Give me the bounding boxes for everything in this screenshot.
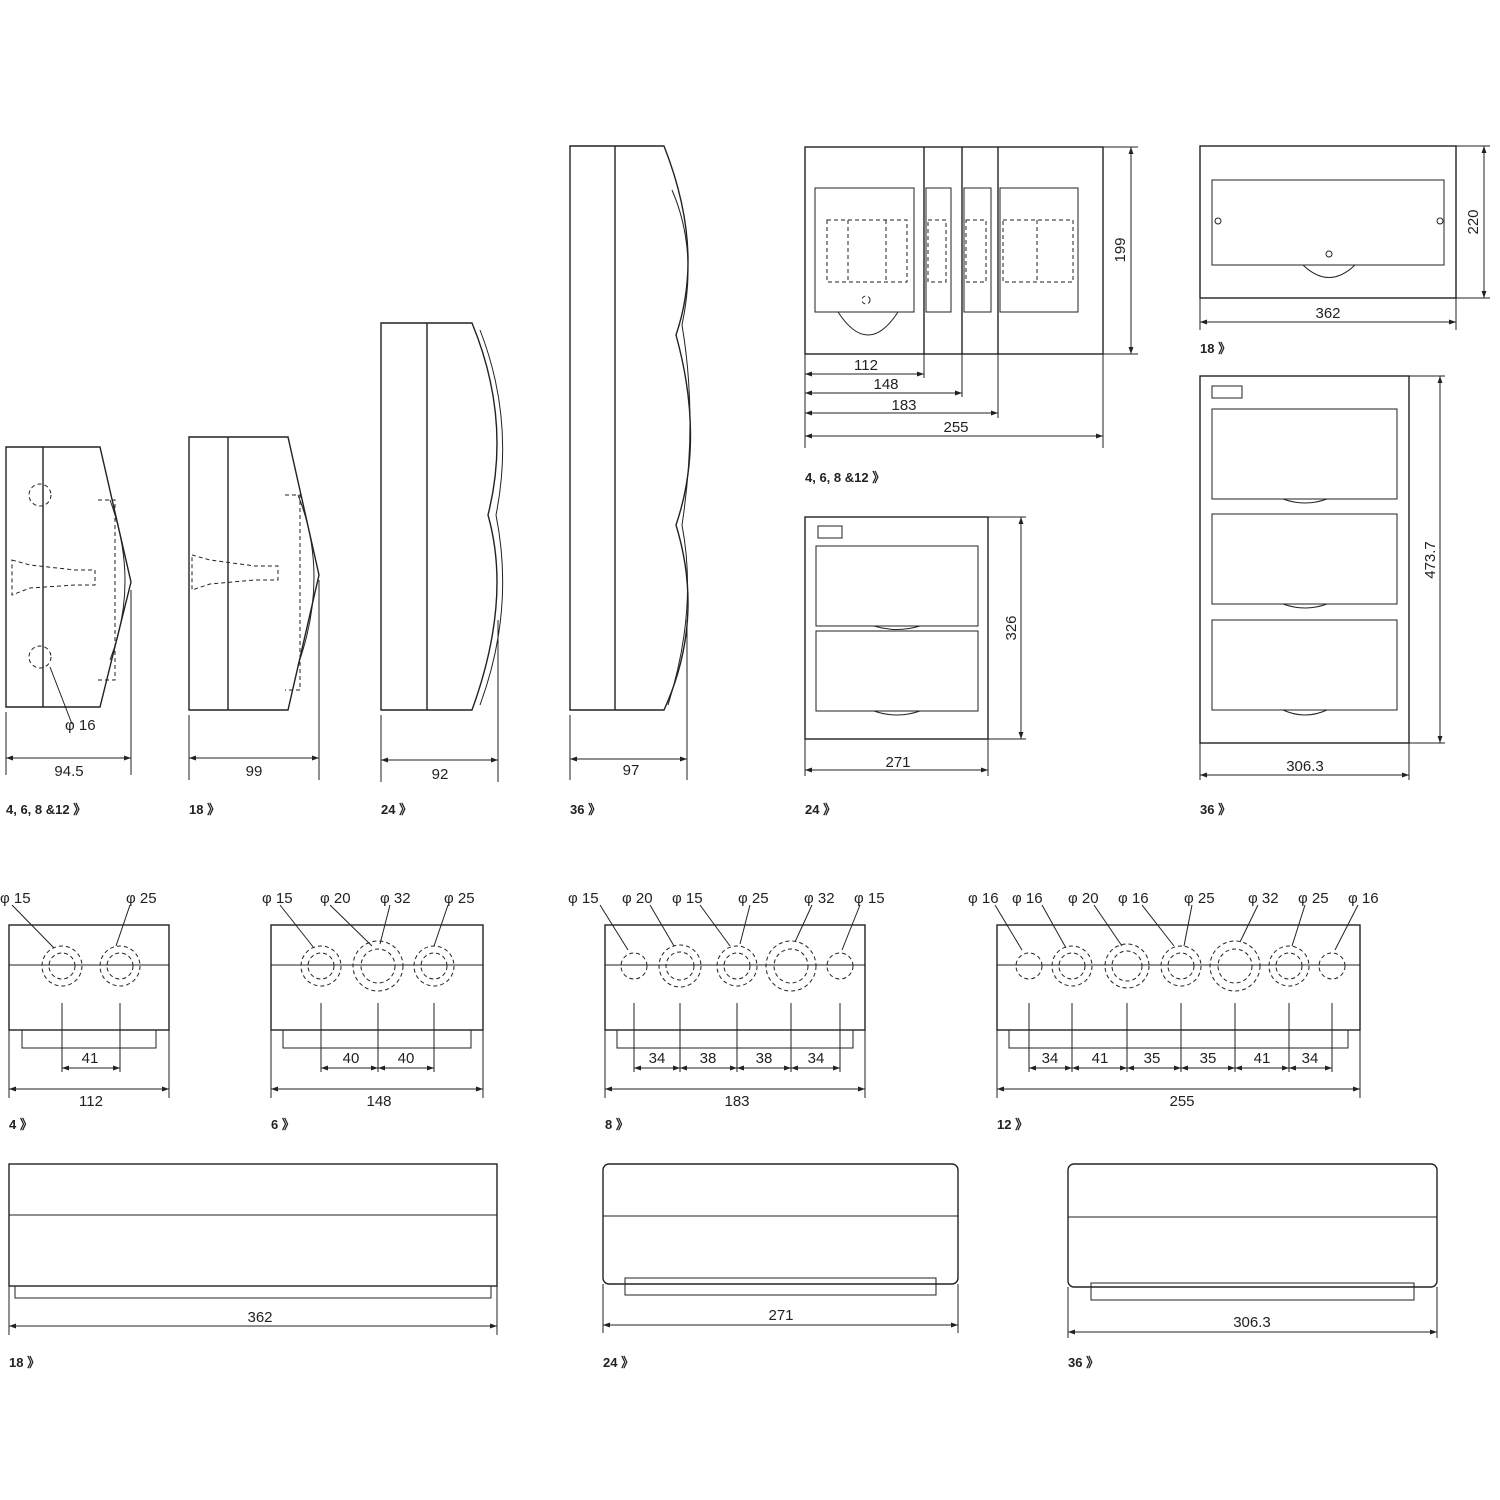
hole-label: φ 25 [1184,890,1215,907]
hole-label: φ 32 [380,890,411,907]
side-width-label: 92 [432,766,449,783]
hole-label: φ 15 [568,890,599,907]
side-width-label: 94.5 [54,763,83,780]
front-width-label: 306.3 [1286,758,1324,775]
side-view-36: 97 36 》 [569,145,692,817]
front-caption: 24 》 [805,802,836,817]
front-view-18: 220 362 18 》 [1199,145,1490,356]
pitch-label: 35 [1200,1050,1217,1067]
front-width-label: 183 [891,397,916,414]
pitch-label: 38 [700,1050,717,1067]
front-width-label: 112 [854,357,878,374]
front-view-4-12: 199 112 148 183 255 4, 6, 8 &12 》 [804,146,1138,485]
front-height-label: 326 [1003,615,1020,640]
bottom-width-label: 255 [1169,1093,1194,1110]
top-view-18: 362 18 》 [8,1163,498,1370]
top-view-36: 306.3 36 》 [1067,1163,1438,1370]
side-view-18: 99 18 》 [188,436,320,817]
pitch-label: 34 [649,1050,666,1067]
hole-label: φ 16 [1118,890,1149,907]
hole-label: φ 32 [1248,890,1279,907]
pitch-label: 34 [808,1050,825,1067]
front-caption: 36 》 [1200,802,1231,817]
bottom-width-label: 112 [79,1093,103,1110]
side-hole-label: φ 16 [65,717,96,734]
pitch-label: 41 [1092,1050,1109,1067]
hole-label: φ 15 [672,890,703,907]
front-width-label: 271 [885,754,910,771]
top-width-label: 271 [768,1307,793,1324]
front-width-label: 148 [873,376,898,393]
hole-label: φ 15 [262,890,293,907]
pitch-label: 41 [82,1050,99,1067]
hole-label: φ 15 [854,890,885,907]
hole-label: φ 16 [1012,890,1043,907]
side-caption: 18 》 [189,802,220,817]
top-caption: 18 》 [9,1355,40,1370]
bottom-width-label: 183 [724,1093,749,1110]
front-height-label: 220 [1465,209,1482,234]
bottom-view-4: φ 15 φ 25 41 112 4 》 [0,890,170,1132]
hole-label: φ 20 [1068,890,1099,907]
side-caption: 4, 6, 8 &12 》 [6,802,86,817]
pitch-label: 41 [1254,1050,1271,1067]
pitch-label: 34 [1042,1050,1059,1067]
bottom-caption: 4 》 [9,1117,33,1132]
top-caption: 36 》 [1068,1355,1099,1370]
hole-label: φ 20 [622,890,653,907]
bottom-view-6: φ 15 φ 20 φ 32 φ 25 40 40 148 6 》 [262,890,484,1132]
front-height-label: 199 [1112,237,1129,262]
front-caption: 4, 6, 8 &12 》 [805,470,885,485]
bottom-view-8: φ 15 φ 20 φ 15 φ 25 φ 32 φ 15 34 38 38 3… [568,890,885,1132]
top-width-label: 306.3 [1233,1314,1271,1331]
bottom-view-12: φ 16 φ 16 φ 20 φ 16 φ 25 φ 32 φ 25 φ 16 … [968,890,1379,1132]
side-view-24: 92 24 》 [380,322,504,817]
side-width-label: 97 [623,762,640,779]
pitch-label: 35 [1144,1050,1161,1067]
bottom-caption: 8 》 [605,1117,629,1132]
front-view-36: 473.7 306.3 36 》 [1199,375,1445,817]
side-width-label: 99 [246,763,263,780]
hole-label: φ 32 [804,890,835,907]
hole-label: φ 20 [320,890,351,907]
hole-label: φ 25 [1298,890,1329,907]
hole-label: φ 25 [738,890,769,907]
hole-label: φ 16 [1348,890,1379,907]
top-caption: 24 》 [603,1355,634,1370]
top-width-label: 362 [247,1309,272,1326]
side-caption: 24 》 [381,802,412,817]
hole-label: φ 25 [126,890,157,907]
pitch-label: 38 [756,1050,773,1067]
bottom-caption: 12 》 [997,1117,1028,1132]
pitch-label: 34 [1302,1050,1319,1067]
hole-label: φ 16 [968,890,999,907]
pitch-label: 40 [343,1050,360,1067]
front-width-label: 255 [943,419,968,436]
side-caption: 36 》 [570,802,601,817]
side-view-4-12: φ 16 94.5 4, 6, 8 &12 》 [5,446,132,817]
top-view-24: 271 24 》 [602,1163,959,1370]
bottom-caption: 6 》 [271,1117,295,1132]
front-height-label: 473.7 [1422,541,1439,579]
hole-label: φ 15 [0,890,31,907]
hole-label: φ 25 [444,890,475,907]
front-width-label: 362 [1315,305,1340,322]
front-view-24: 326 271 24 》 [804,516,1026,817]
pitch-label: 40 [398,1050,415,1067]
bottom-width-label: 148 [366,1093,391,1110]
front-caption: 18 》 [1200,341,1231,356]
